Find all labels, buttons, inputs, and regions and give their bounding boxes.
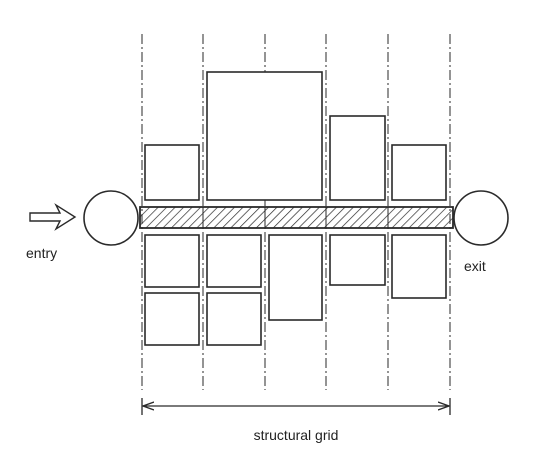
rooms-top bbox=[144, 71, 447, 201]
room-top-4 bbox=[391, 144, 447, 201]
structural-grid-lines bbox=[141, 34, 451, 390]
circulation-corridor bbox=[139, 206, 454, 229]
structural-grid-dimension bbox=[141, 398, 451, 415]
dimension-label: structural grid bbox=[254, 427, 339, 443]
room-bottom-4 bbox=[329, 234, 386, 286]
room-bottom-2b bbox=[206, 292, 262, 346]
room-bottom-1a bbox=[144, 234, 200, 288]
entry-node bbox=[83, 190, 139, 246]
rooms-bottom bbox=[144, 234, 447, 346]
room-bottom-2a bbox=[206, 234, 262, 288]
room-top-3 bbox=[329, 115, 386, 201]
room-bottom-1b bbox=[144, 292, 200, 346]
room-top-2 bbox=[206, 71, 323, 201]
room-bottom-5 bbox=[391, 234, 447, 299]
exit-node bbox=[453, 190, 509, 246]
exit-label: exit bbox=[464, 258, 486, 274]
room-bottom-3 bbox=[268, 234, 323, 321]
room-top-1 bbox=[144, 144, 200, 201]
hollow-right-arrow-icon bbox=[29, 203, 77, 231]
entry-label: entry bbox=[26, 245, 57, 261]
